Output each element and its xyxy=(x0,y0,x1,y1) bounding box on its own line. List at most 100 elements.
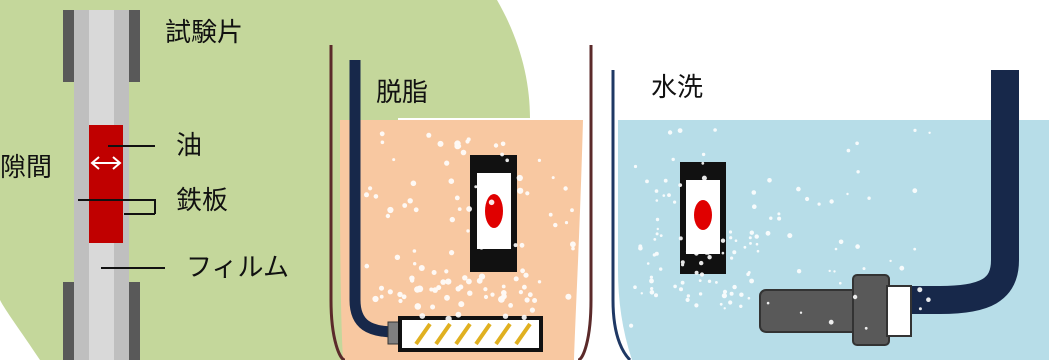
bubble xyxy=(571,246,575,251)
bubble xyxy=(551,176,555,180)
bubble xyxy=(480,215,485,220)
bubble xyxy=(777,212,781,216)
bubble xyxy=(667,193,671,198)
bubble xyxy=(440,279,447,285)
bubble xyxy=(699,272,705,277)
label-film: フィルム xyxy=(186,253,289,283)
bubble xyxy=(458,301,465,308)
bubble xyxy=(387,206,394,214)
bubble xyxy=(707,255,712,260)
bubble xyxy=(713,248,717,253)
bubble xyxy=(805,196,810,202)
bubbler-stripes xyxy=(414,322,532,346)
bubble xyxy=(479,245,484,250)
bubble xyxy=(522,284,527,290)
bubble xyxy=(698,279,702,282)
bubble xyxy=(685,297,690,302)
bubble xyxy=(448,178,455,184)
bubble xyxy=(649,278,654,284)
bubble xyxy=(478,187,482,192)
bubble xyxy=(722,289,728,294)
bubble xyxy=(734,239,738,242)
bubble xyxy=(516,174,523,182)
bubble xyxy=(633,164,638,169)
bubble xyxy=(401,294,407,300)
bubble xyxy=(445,278,452,285)
bubble xyxy=(729,291,734,296)
bubble xyxy=(705,242,711,247)
bubble xyxy=(728,230,733,234)
bubble xyxy=(654,251,659,256)
bubble xyxy=(754,234,759,239)
bubble xyxy=(732,284,737,290)
water-wash-tank xyxy=(611,70,1049,360)
bubble xyxy=(739,304,743,308)
bubble xyxy=(524,297,530,303)
degrease-pipe xyxy=(349,60,396,338)
bubble xyxy=(465,139,470,144)
bubble xyxy=(678,183,683,188)
bubble xyxy=(856,170,860,174)
bubble xyxy=(680,260,685,265)
bubble xyxy=(565,293,572,300)
bubble xyxy=(721,251,725,255)
bubble xyxy=(532,298,538,303)
bubble xyxy=(402,203,408,208)
bubble xyxy=(455,311,462,318)
bubble xyxy=(474,185,478,189)
bubble xyxy=(828,319,834,325)
bubble xyxy=(649,275,654,279)
bubble xyxy=(855,244,860,249)
bubble xyxy=(715,281,718,284)
bubble xyxy=(749,278,754,284)
bubble xyxy=(713,128,717,132)
bubble xyxy=(655,199,659,202)
wash-tank-wall xyxy=(611,70,632,360)
bubble xyxy=(659,234,663,238)
bubble xyxy=(467,290,473,296)
bubble xyxy=(701,175,707,181)
bubble xyxy=(368,186,373,191)
bubble xyxy=(394,254,401,260)
bubble xyxy=(685,249,690,254)
bubble xyxy=(720,238,726,243)
bubble xyxy=(437,140,444,147)
bubble xyxy=(663,178,668,183)
bubble xyxy=(767,178,772,183)
bubble xyxy=(650,287,654,290)
bubble xyxy=(553,222,558,228)
bubble xyxy=(912,188,918,194)
bubble xyxy=(746,272,750,277)
degrease-tank-wall xyxy=(329,45,593,360)
label-water-wash: 水洗 xyxy=(651,73,704,103)
bubble xyxy=(412,249,417,253)
bubble xyxy=(702,189,708,195)
label-oil: 油 xyxy=(176,131,203,161)
bubble xyxy=(570,208,574,213)
bubble xyxy=(513,243,518,248)
bubble xyxy=(419,313,426,319)
bubble xyxy=(537,280,542,284)
bubble xyxy=(707,279,712,283)
bubble xyxy=(694,303,699,308)
bubble xyxy=(426,132,432,138)
bubble xyxy=(466,278,472,285)
nozzle-collar xyxy=(852,274,890,346)
bubble xyxy=(444,160,450,166)
bubble xyxy=(769,216,773,220)
bubble xyxy=(654,189,659,193)
bubble xyxy=(846,192,849,196)
bubble xyxy=(392,158,396,162)
bubble xyxy=(751,190,757,195)
bubble xyxy=(653,238,657,241)
bubble xyxy=(730,256,734,260)
bubble xyxy=(721,293,728,299)
bubble xyxy=(570,241,576,248)
bubble xyxy=(504,178,508,183)
bubble xyxy=(488,199,495,206)
bubble xyxy=(796,269,802,274)
bubble xyxy=(646,262,650,265)
bubble xyxy=(729,236,733,240)
bubble xyxy=(483,287,488,292)
